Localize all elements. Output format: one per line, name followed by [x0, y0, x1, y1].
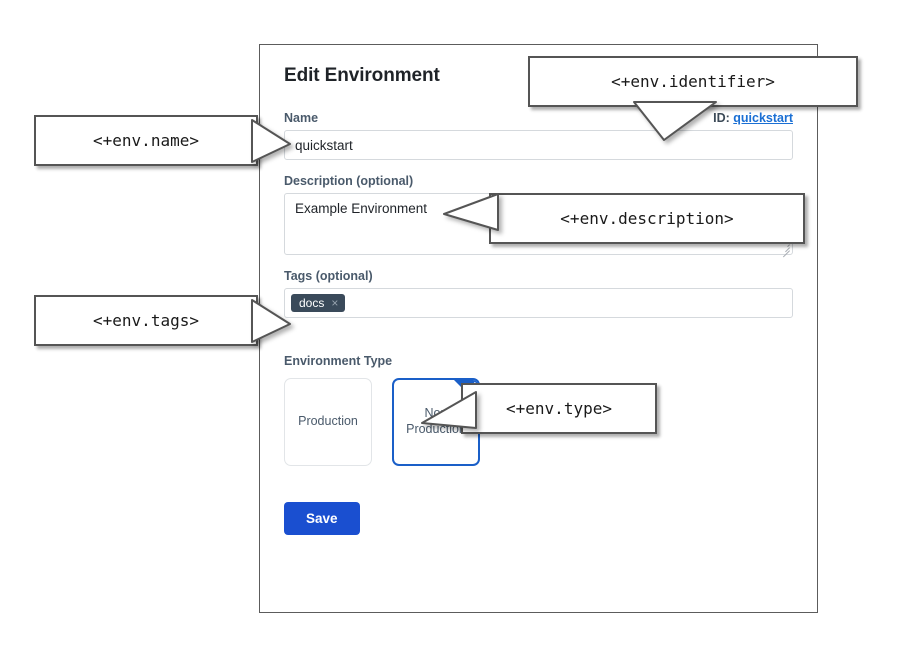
environment-type-option-label: Production: [298, 414, 358, 429]
callout-env-identifier: <+env.identifier>: [528, 56, 858, 107]
name-input[interactable]: [284, 130, 793, 160]
tags-field-row: Tags (optional) docs ×: [284, 269, 793, 318]
callout-tail-tags: [251, 299, 291, 343]
id-prefix-label: ID:: [713, 111, 730, 125]
environment-type-label: Environment Type: [284, 354, 393, 368]
form-actions: Save: [284, 502, 793, 559]
callout-env-description-text: <+env.description>: [560, 209, 734, 228]
callout-tail-name: [251, 119, 291, 163]
tags-input[interactable]: docs ×: [284, 288, 793, 318]
callout-env-type-text: <+env.type>: [506, 399, 612, 418]
tag-remove-icon[interactable]: ×: [331, 296, 339, 310]
callout-tail-type: [421, 391, 477, 429]
callout-env-type: <+env.type>: [461, 383, 657, 434]
callout-env-description: <+env.description>: [489, 193, 805, 244]
id-value-link[interactable]: quickstart: [733, 111, 793, 125]
callout-tail-identifier: [633, 101, 717, 141]
tag-chip[interactable]: docs ×: [291, 294, 346, 312]
page-title: Edit Environment: [284, 65, 440, 86]
environment-id: ID: quickstart: [713, 111, 793, 125]
environment-type-option-production[interactable]: Production: [284, 378, 372, 466]
edit-environment-panel: Edit Environment Name ID: quickstart Des…: [259, 44, 818, 613]
tags-label: Tags (optional): [284, 269, 373, 283]
callout-env-name-text: <+env.name>: [93, 131, 199, 150]
description-label: Description (optional): [284, 174, 414, 188]
tag-chip-label: docs: [299, 296, 325, 310]
callout-tail-description: [443, 193, 499, 231]
save-button[interactable]: Save: [284, 502, 360, 535]
name-label: Name: [284, 111, 319, 125]
callout-env-tags-text: <+env.tags>: [93, 311, 199, 330]
callout-env-name: <+env.name>: [34, 115, 258, 166]
callout-env-tags: <+env.tags>: [34, 295, 258, 346]
callout-env-identifier-text: <+env.identifier>: [611, 72, 775, 91]
name-field-row: Name ID: quickstart: [284, 111, 793, 160]
